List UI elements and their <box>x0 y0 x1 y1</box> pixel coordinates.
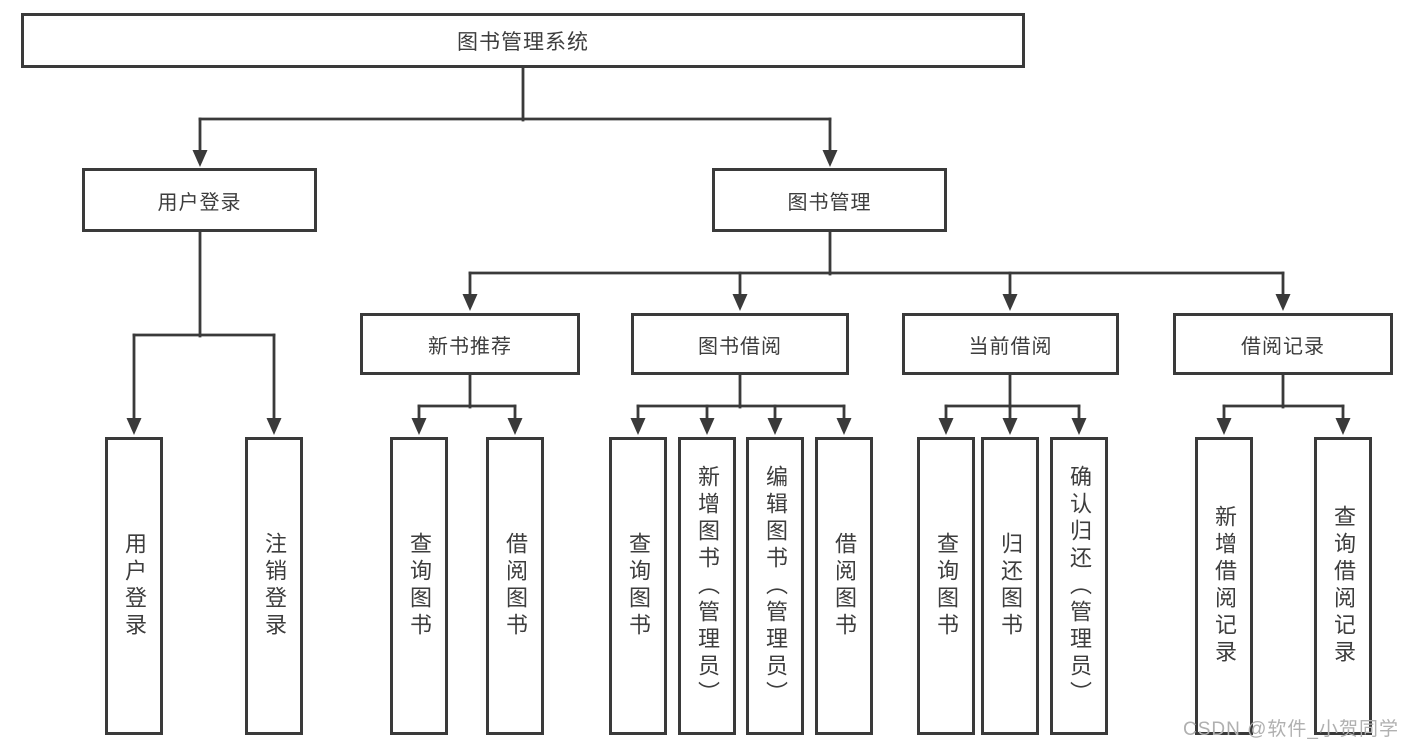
arrowhead-icon <box>1002 418 1018 435</box>
arrowhead-icon <box>630 418 646 435</box>
leaf-query-books-current-label: 查询图书 <box>934 532 959 640</box>
leaf-confirm-return-admin: 确认归还（管理员） <box>1050 437 1108 735</box>
arrowhead-icon <box>192 150 208 167</box>
arrowhead-icon <box>1071 418 1087 435</box>
node-book-management: 图书管理 <box>712 168 947 232</box>
leaf-edit-book-admin: 编辑图书（管理员） <box>746 437 804 735</box>
arrowhead-icon <box>767 418 783 435</box>
leaf-query-borrow-record: 查询借阅记录 <box>1314 437 1372 735</box>
node-book-management-label: 图书管理 <box>787 191 872 214</box>
node-book-borrow: 图书借阅 <box>631 313 849 375</box>
arrowhead-icon <box>126 418 142 435</box>
node-borrow-records-label: 借阅记录 <box>1241 335 1325 358</box>
arrowhead-icon <box>938 418 954 435</box>
node-user-login-label: 用户登录 <box>157 191 242 214</box>
leaf-query-books-borrow: 查询图书 <box>609 437 667 735</box>
leaf-edit-book-admin-label: 编辑图书（管理员） <box>763 464 788 708</box>
leaf-user-login: 用户登录 <box>105 437 163 735</box>
leaf-confirm-return-admin-label: 确认归还（管理员） <box>1067 464 1092 708</box>
leaf-return-book: 归还图书 <box>981 437 1039 735</box>
leaf-add-book-admin-label: 新增图书（管理员） <box>695 464 720 708</box>
arrowhead-icon <box>1275 294 1291 311</box>
arrowhead-icon <box>699 418 715 435</box>
leaf-borrow-books-recommend: 借阅图书 <box>486 437 544 735</box>
node-new-book-recommend-label: 新书推荐 <box>428 335 512 358</box>
node-borrow-records: 借阅记录 <box>1173 313 1393 375</box>
leaf-logout: 注销登录 <box>245 437 303 735</box>
node-root: 图书管理系统 <box>21 13 1025 68</box>
leaf-add-borrow-record-label: 新增借阅记录 <box>1212 505 1237 667</box>
leaf-query-books-recommend: 查询图书 <box>390 437 448 735</box>
leaf-borrow-books-label: 借阅图书 <box>832 532 857 640</box>
arrowhead-icon <box>1216 418 1232 435</box>
leaf-query-books-borrow-label: 查询图书 <box>626 532 651 640</box>
leaf-return-book-label: 归还图书 <box>998 532 1023 640</box>
node-user-login: 用户登录 <box>82 168 317 232</box>
arrowhead-icon <box>266 418 282 435</box>
node-current-borrow: 当前借阅 <box>902 313 1119 375</box>
watermark: CSDN @软件_小贺同学 <box>1183 719 1399 740</box>
leaf-user-login-label: 用户登录 <box>122 532 147 640</box>
leaf-borrow-books: 借阅图书 <box>815 437 873 735</box>
node-new-book-recommend: 新书推荐 <box>360 313 580 375</box>
leaf-borrow-books-recommend-label: 借阅图书 <box>503 532 528 640</box>
arrowhead-icon <box>411 418 427 435</box>
arrowhead-icon <box>732 294 748 311</box>
leaf-query-borrow-record-label: 查询借阅记录 <box>1331 505 1356 667</box>
arrowhead-icon <box>836 418 852 435</box>
arrowhead-icon <box>1335 418 1351 435</box>
arrowhead-icon <box>822 150 838 167</box>
arrowhead-icon <box>1002 294 1018 311</box>
arrowhead-icon <box>507 418 523 435</box>
leaf-add-book-admin: 新增图书（管理员） <box>678 437 736 735</box>
leaf-logout-label: 注销登录 <box>262 532 287 640</box>
node-current-borrow-label: 当前借阅 <box>968 335 1053 358</box>
node-book-borrow-label: 图书借阅 <box>698 335 782 358</box>
arrowhead-icon <box>462 294 478 311</box>
node-root-label: 图书管理系统 <box>457 30 589 54</box>
leaf-add-borrow-record: 新增借阅记录 <box>1195 437 1253 735</box>
leaf-query-books-recommend-label: 查询图书 <box>407 532 432 640</box>
leaf-query-books-current: 查询图书 <box>917 437 975 735</box>
